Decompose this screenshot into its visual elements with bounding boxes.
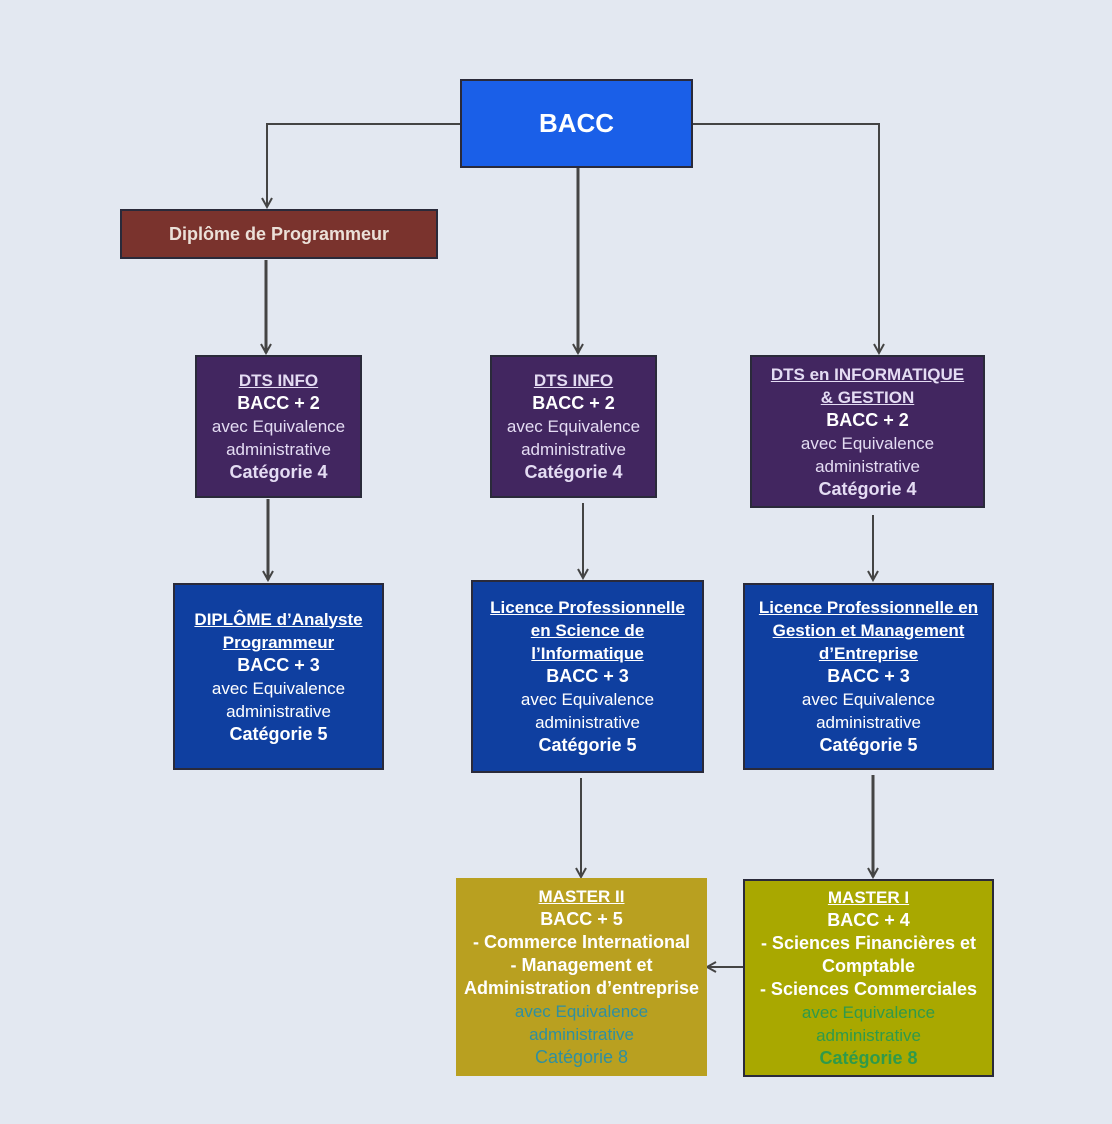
licence-gestion-title3: d’Entreprise [818,644,919,663]
licence-info-equiv2: administrative [535,713,640,732]
licence-gestion-title2: Gestion et Management [772,621,965,640]
diplome-analyste-equiv2: administrative [226,701,331,721]
master2-title: MASTER II [538,887,625,906]
licence-info-category: Catégorie 5 [538,735,637,755]
licence-info-title3: l’Informatique [531,644,644,663]
diplome-analyste-title1: DIPLÔME d’Analyste [194,609,363,629]
dts-info-left-equiv2: administrative [226,440,331,459]
dts-info-gestion-title2: & GESTION [820,387,915,407]
master1-title: MASTER I [827,888,910,907]
dts-info-gestion-node: DTS en INFORMATIQUE & GESTION BACC + 2 a… [750,355,985,508]
dts-info-gestion-equiv2: administrative [815,456,920,476]
dts-info-left-equiv1: avec Equivalence [211,417,346,436]
dts-info-mid-title: DTS INFO [533,371,614,390]
licence-gestion-level: BACC + 3 [827,666,910,686]
dts-info-gestion-equiv1: avec Equivalence [800,433,935,453]
master2-category: Catégorie 8 [534,1047,629,1067]
arrow-bacc-to-diplome [267,123,462,207]
dts-info-gestion-level: BACC + 2 [826,409,909,430]
diplome-analyste-node: DIPLÔME d’Analyste Programmeur BACC + 3 … [173,583,384,770]
dts-info-left-level: BACC + 2 [237,393,320,413]
master1-equiv2: administrative [816,1026,921,1045]
diplome-programmeur-node: Diplôme de Programmeur [120,209,438,259]
licence-gestion-node: Licence Professionnelle en Gestion et Ma… [743,583,994,770]
dts-info-mid-node: DTS INFO BACC + 2 avec Equivalence admin… [490,355,657,498]
master1-equiv1: avec Equivalence [801,1003,936,1022]
master2-level: BACC + 5 [540,909,623,929]
arrow-bacc-to-dts-gestion [692,123,879,353]
licence-gestion-title1: Licence Professionnelle en [758,598,979,617]
dts-info-mid-equiv2: administrative [521,440,626,459]
diplome-programmeur-label: Diplôme de Programmeur [168,223,390,244]
licence-info-title1: Licence Professionnelle [490,598,685,617]
licence-gestion-equiv1: avec Equivalence [801,690,936,709]
licence-info-title2: en Science de [530,621,645,640]
master2-spec1: - Commerce International [472,932,691,952]
master2-spec2: - Management et [510,955,653,975]
master1-spec1: - Sciences Financières et [760,933,977,953]
licence-gestion-equiv2: administrative [816,713,921,732]
master2-node: MASTER II BACC + 5 - Commerce Internatio… [456,878,707,1076]
dts-info-left-node: DTS INFO BACC + 2 avec Equivalence admin… [195,355,362,498]
dts-info-mid-category: Catégorie 4 [524,462,623,482]
master1-node: MASTER I BACC + 4 - Sciences Financières… [743,879,994,1077]
master1-spec2: Comptable [821,956,915,976]
master1-spec3: - Sciences Commerciales [759,979,978,999]
master2-equiv2: administrative [529,1025,634,1044]
bacc-label: BACC [538,108,615,138]
diplome-analyste-category: Catégorie 5 [229,723,328,744]
master2-spec3: Administration d’entreprise [463,978,700,998]
diplome-analyste-title2: Programmeur [222,632,335,652]
bacc-node: BACC [460,79,693,168]
dts-info-left-category: Catégorie 4 [229,462,328,482]
dts-info-left-title: DTS INFO [238,371,319,390]
licence-info-node: Licence Professionnelle en Science de l’… [471,580,704,773]
diplome-analyste-level: BACC + 3 [237,654,320,675]
licence-info-equiv1: avec Equivalence [520,690,655,709]
diplome-analyste-equiv1: avec Equivalence [211,678,346,698]
master1-category: Catégorie 8 [819,1048,918,1068]
dts-info-gestion-category: Catégorie 4 [818,478,917,499]
licence-gestion-category: Catégorie 5 [819,735,918,755]
dts-info-mid-equiv1: avec Equivalence [506,417,641,436]
dts-info-gestion-title1: DTS en INFORMATIQUE [770,364,965,384]
dts-info-mid-level: BACC + 2 [532,393,615,413]
master2-equiv1: avec Equivalence [514,1002,649,1021]
master1-level: BACC + 4 [827,910,910,930]
licence-info-level: BACC + 3 [546,666,629,686]
